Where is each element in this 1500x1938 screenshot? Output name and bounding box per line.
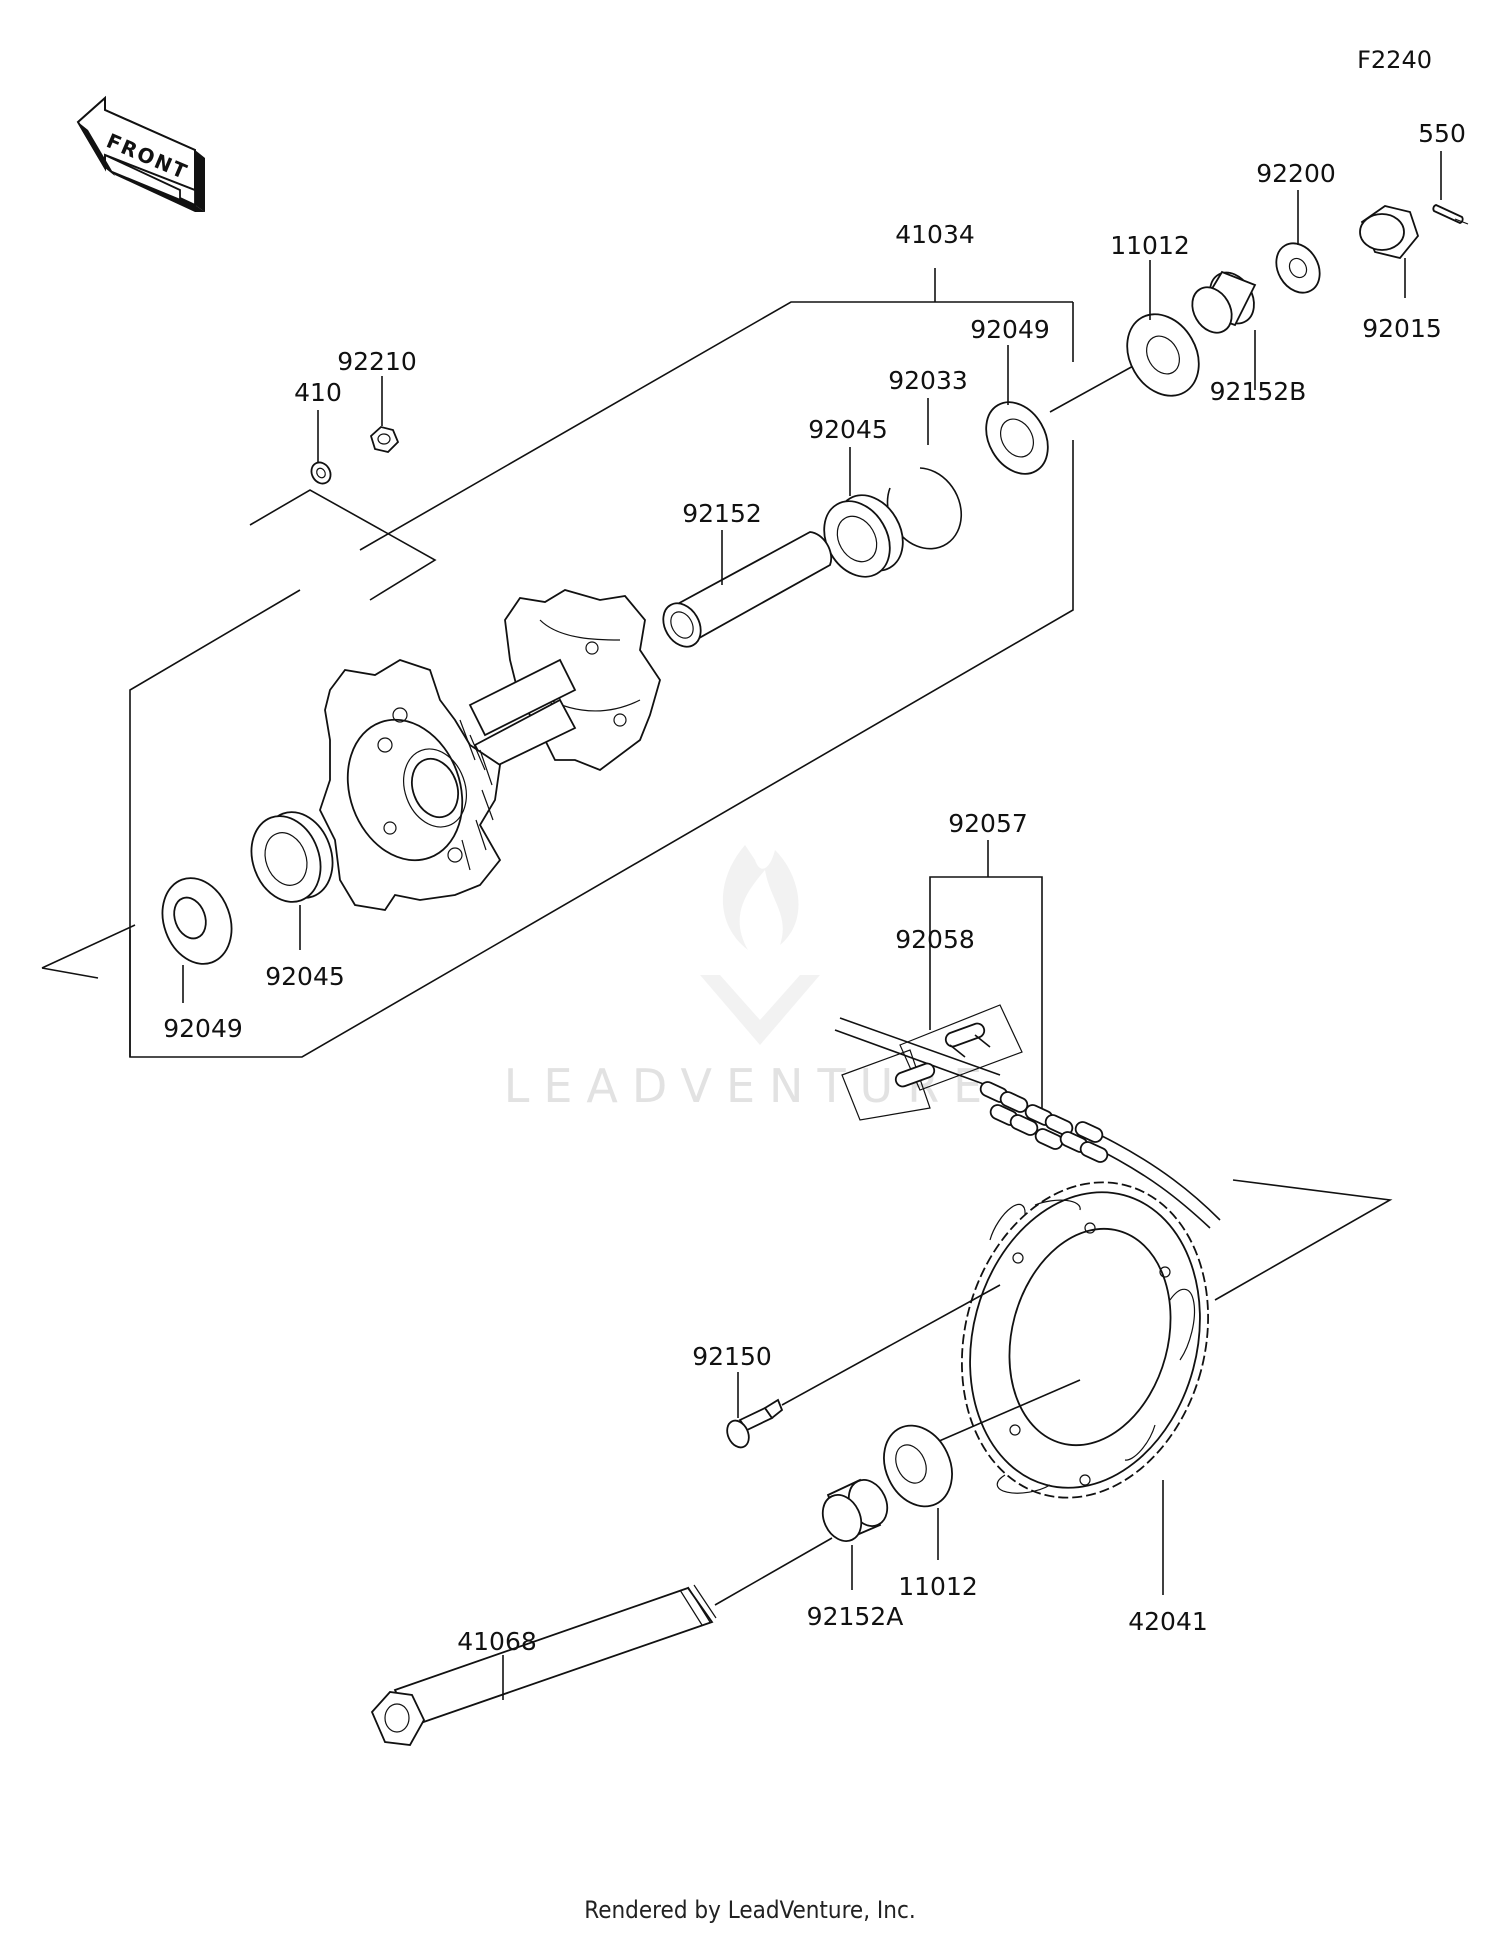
- nut-92015: [1359, 205, 1420, 298]
- washer-410: [310, 410, 332, 485]
- label-92045-bottom: 92045: [265, 962, 345, 991]
- label-42041: 42041: [1128, 1607, 1208, 1636]
- rear-hub: [319, 589, 661, 911]
- bearing-92045-bottom: [250, 811, 334, 950]
- chain-bracket: [929, 840, 1043, 1108]
- label-550: 550: [1418, 119, 1466, 148]
- watermark-logo: [700, 845, 820, 1045]
- bolt-92150: [726, 1372, 784, 1449]
- label-410: 410: [294, 378, 342, 407]
- label-92152B: 92152B: [1210, 377, 1307, 406]
- label-92210: 92210: [337, 347, 417, 376]
- collar-92152B: [1191, 270, 1257, 390]
- label-92045-top: 92045: [808, 415, 888, 444]
- label-92152: 92152: [682, 499, 762, 528]
- oil-seal-92049-bottom: [161, 877, 233, 1003]
- collar-92152A: [821, 1478, 889, 1590]
- sprocket-bracket: [1214, 1179, 1393, 1301]
- label-92049-bottom: 92049: [163, 1014, 243, 1043]
- label-92049-top: 92049: [970, 315, 1050, 344]
- axis-line-top: [1049, 364, 1136, 413]
- bolt-axis-line: [781, 1284, 1001, 1406]
- label-92152A: 92152A: [807, 1602, 904, 1631]
- washer-92200: [1275, 190, 1321, 294]
- axle-axis-line: [714, 1537, 833, 1606]
- label-92200: 92200: [1256, 159, 1336, 188]
- sprocket-42041: [961, 1181, 1209, 1595]
- label-11012-top: 11012: [1110, 231, 1190, 260]
- bearing-92045-top: [823, 447, 904, 578]
- label-92057: 92057: [948, 809, 1028, 838]
- master-link-icon: [894, 1022, 991, 1088]
- oil-seal-92049-top: [985, 345, 1049, 475]
- spacer-92152: [662, 530, 833, 648]
- diagram-code: F2240: [1357, 46, 1432, 74]
- label-41034: 41034: [895, 220, 975, 249]
- label-41068: 41068: [457, 1627, 537, 1656]
- label-92058: 92058: [895, 925, 975, 954]
- nut-92210: [369, 376, 400, 453]
- chain-links: [979, 1081, 1109, 1163]
- oil-seal-11012-top: [1126, 260, 1200, 397]
- label-92150: 92150: [692, 1342, 772, 1371]
- front-arrow-icon: FRONT: [76, 95, 205, 212]
- cotter-pin-550: [1432, 151, 1469, 225]
- label-92033: 92033: [888, 366, 968, 395]
- axle-41068: [370, 1584, 717, 1746]
- label-92015: 92015: [1362, 314, 1442, 343]
- drive-chain: [834, 1004, 1221, 1229]
- label-11012-bottom: 11012: [898, 1572, 978, 1601]
- footer-credit: Rendered by LeadVenture, Inc.: [584, 1896, 916, 1924]
- hub-assembly-bracket: [41, 268, 1074, 1058]
- collar-axis-line: [929, 1379, 1081, 1446]
- oil-seal-11012-bottom: [883, 1424, 953, 1560]
